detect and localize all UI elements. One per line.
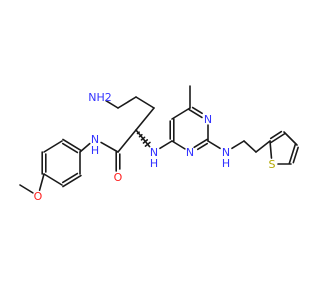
svg-text:O: O [114,171,123,184]
bond-layer [19,85,299,194]
bond-t4-t5 [292,146,299,164]
bond-r6-n1 [188,108,203,119]
svg-text:S: S [269,158,276,171]
stereo-hash-mark [138,133,143,138]
bond-cam-nhm [100,141,119,153]
bond-nhB-e1 [231,140,245,150]
bond-n3-r4 [171,140,186,150]
bond-p2-p3 [43,140,63,153]
pyrimidine-n1-label: N [204,113,212,126]
bond-p4-om [38,173,45,192]
bond-c1-c2 [117,96,137,109]
amine-nh2-label: NH2 [88,91,112,104]
stereo-hash-mark [136,131,140,135]
bond-r6-n1 [191,106,203,115]
thiophene-sulfur-label: S [269,158,276,171]
bond-r5-r6 [171,107,191,120]
methoxy-oxygen-label: O [34,190,43,203]
svg-text:NH: NH [222,146,230,170]
svg-text:N: N [204,113,212,126]
bond-p5-p6 [61,172,79,184]
bond-r2-n3 [196,142,209,151]
svg-text:NH: NH [150,146,158,170]
svg-text:N: N [186,146,194,159]
svg-text:O: O [34,190,43,203]
bond-om-me [19,184,34,194]
bond-p1-p2 [61,142,79,154]
stereo-hash-mark [142,139,149,144]
bond-tS-t2 [269,140,273,159]
bond-e1-e2 [243,140,257,153]
stereo-hash-mark [144,141,151,147]
bond-p5-p6 [62,174,82,188]
bond-c2-c3 [135,96,155,109]
bond-r2-nhB [207,140,221,150]
stereo-hash-mark [140,136,146,141]
bond-r2-n3 [193,138,208,149]
bond-t2-t3 [270,132,286,144]
svg-text:NH: NH [91,133,99,157]
bond-nhA-r4 [159,140,173,150]
pyrimidine-n3-label: N [186,146,194,159]
bond-t4-t5 [288,143,297,165]
bond-p4-p5 [43,173,63,186]
bond-c3-ca [135,107,155,131]
bond-t3-t4 [283,131,298,146]
bond-e2-t2 [255,140,271,153]
svg-text:NH2: NH2 [88,91,112,104]
bond-NH2-c1 [105,99,119,109]
bond-p1-p2 [62,138,82,152]
bond-t2-t3 [269,130,283,140]
carbonyl-oxygen-label: O [114,171,123,184]
bond-ca-cam [117,129,137,153]
